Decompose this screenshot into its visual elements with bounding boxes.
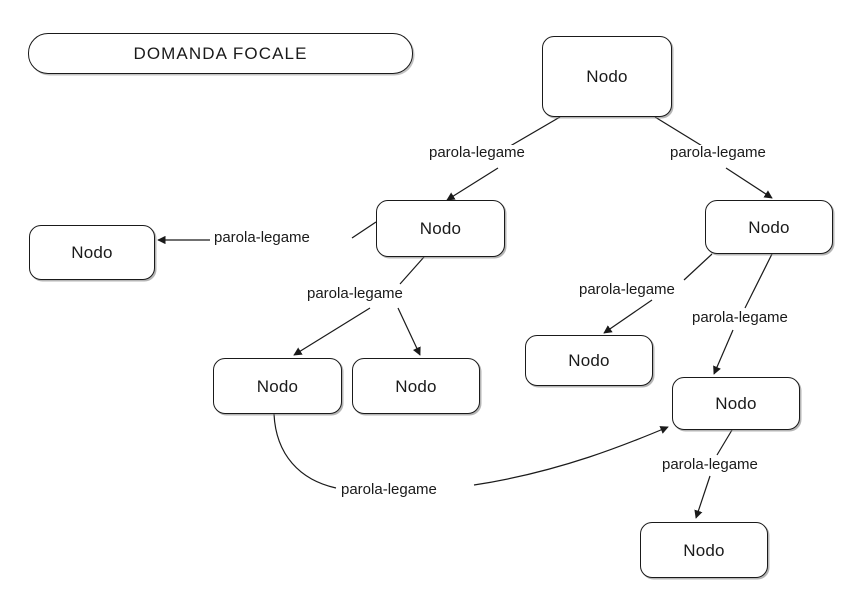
edge-left2-farleft-stem — [351, 221, 377, 239]
edge-label-midright-bottom: parola-legame — [660, 456, 760, 474]
edge-root-right2-arrow — [725, 167, 773, 199]
edge-midright-bottom-stem — [716, 429, 733, 456]
node-left-level2[interactable]: Nodo — [376, 200, 505, 257]
node-label: Nodo — [586, 67, 628, 86]
node-leaf-1[interactable]: Nodo — [213, 358, 342, 414]
node-right-level2[interactable]: Nodo — [705, 200, 833, 254]
node-label: Nodo — [748, 217, 790, 237]
edge-right2-midright-stem — [744, 253, 773, 309]
edge-right2-midleft-stem — [683, 253, 713, 281]
node-far-left[interactable]: Nodo — [29, 225, 155, 280]
node-label: Nodo — [419, 219, 462, 238]
edge-label-right2-midright: parola-legame — [690, 309, 790, 327]
edge-split-leaf1-arrow — [293, 307, 371, 356]
edge-label-left2-leaves: parola-legame — [305, 285, 405, 303]
edge-leaf1-midright-arrow — [473, 426, 669, 486]
edge-right2-midleft-arrow — [603, 299, 653, 334]
node-label: Nodo — [395, 376, 437, 396]
node-mid-left[interactable]: Nodo — [525, 335, 653, 386]
edge-label-root-left2: parola-legame — [427, 144, 527, 162]
edge-label-root-right2: parola-legame — [668, 144, 768, 162]
node-label: Nodo — [71, 243, 113, 262]
edge-label-right2-midleft: parola-legame — [577, 281, 677, 299]
node-label: Nodo — [568, 351, 610, 370]
edge-root-left2-arrow — [446, 167, 499, 201]
focal-question-box[interactable]: DOMANDA FOCALE — [28, 33, 413, 74]
node-bottom[interactable]: Nodo — [640, 522, 768, 578]
edge-right2-midright-arrow — [713, 329, 734, 375]
node-root[interactable]: Nodo — [542, 36, 672, 117]
edge-midright-bottom-arrow — [694, 475, 711, 519]
node-label: Nodo — [715, 394, 757, 413]
edge-label-leaf1-midright: parola-legame — [339, 481, 439, 499]
node-label: Nodo — [256, 376, 299, 396]
node-leaf-2[interactable]: Nodo — [352, 358, 480, 414]
node-label: Nodo — [683, 540, 725, 560]
edge-label-left2-farleft: parola-legame — [212, 229, 312, 247]
edge-leaf1-midright-curve — [273, 413, 337, 489]
focal-question-label: DOMANDA FOCALE — [133, 43, 308, 63]
edge-left2-split-stem — [399, 256, 425, 285]
edge-split-leaf2-arrow — [397, 307, 421, 356]
node-mid-right[interactable]: Nodo — [672, 377, 800, 430]
